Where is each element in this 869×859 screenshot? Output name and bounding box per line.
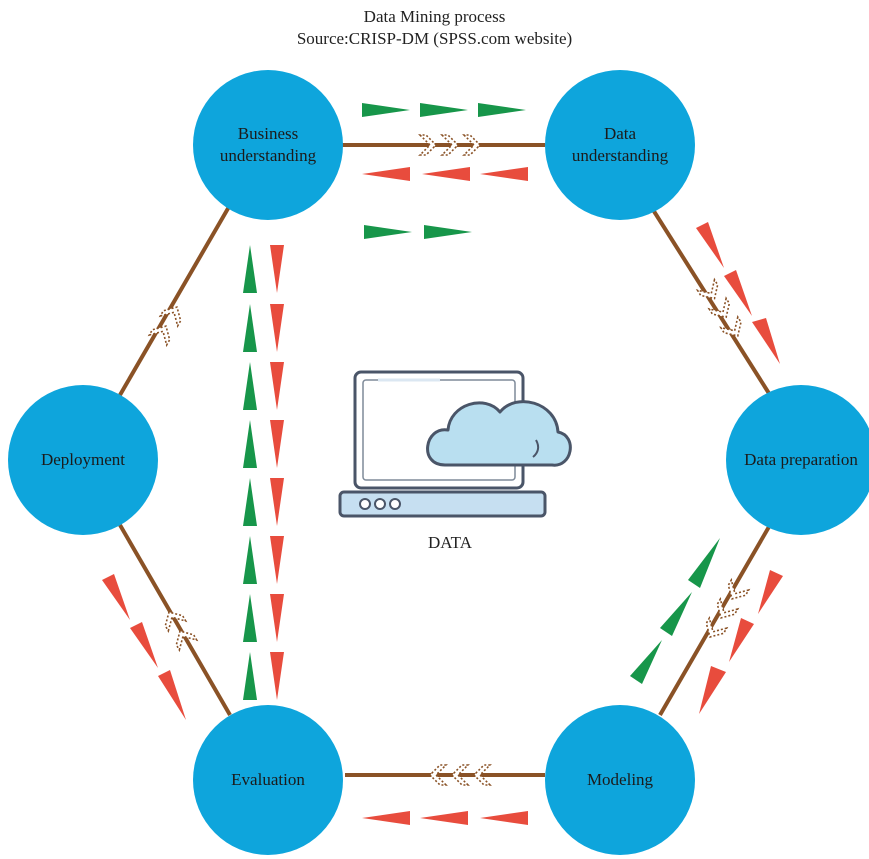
red-arrow bbox=[480, 167, 528, 181]
green-arrow bbox=[243, 304, 257, 352]
green-arrow bbox=[243, 362, 257, 410]
green-arrow bbox=[243, 652, 257, 700]
connector-lines bbox=[118, 143, 772, 777]
red-arrow bbox=[270, 652, 284, 700]
node-label: Data understanding bbox=[571, 124, 669, 165]
node-evaluation: Evaluation bbox=[193, 705, 343, 855]
node-modeling: Modeling bbox=[545, 705, 695, 855]
red-arrow bbox=[102, 574, 130, 620]
connector-data-preparation bbox=[648, 203, 772, 397]
red-arrow bbox=[270, 245, 284, 293]
red-arrow bbox=[270, 478, 284, 526]
red-arrow bbox=[724, 270, 752, 316]
green-arrow bbox=[364, 225, 412, 239]
node-label: Evaluation bbox=[231, 770, 305, 789]
node-label: Deployment bbox=[40, 450, 126, 469]
green-arrow bbox=[688, 538, 720, 588]
green-arrow bbox=[660, 592, 692, 636]
node-data-understanding: Data understanding bbox=[545, 70, 695, 220]
green-arrow bbox=[630, 640, 662, 684]
green-arrow bbox=[478, 103, 526, 117]
red-arrow bbox=[270, 420, 284, 468]
red-arrow bbox=[758, 570, 783, 614]
red-arrows bbox=[102, 167, 783, 825]
node-data-preparation: Data preparation bbox=[726, 385, 869, 535]
chevrons-top bbox=[418, 134, 482, 156]
chevrons-right-upper bbox=[695, 277, 742, 337]
red-arrow bbox=[696, 222, 724, 268]
cloud-icon bbox=[426, 400, 572, 467]
red-arrow bbox=[130, 622, 158, 668]
red-arrow bbox=[270, 536, 284, 584]
connector-deployment-business bbox=[118, 203, 232, 397]
chevrons-bottom bbox=[428, 764, 492, 786]
green-arrow bbox=[424, 225, 472, 239]
red-arrow bbox=[480, 811, 528, 825]
node-label: Business understanding bbox=[219, 124, 317, 165]
red-arrow bbox=[729, 618, 754, 662]
green-arrow bbox=[243, 478, 257, 526]
red-arrow bbox=[158, 670, 186, 720]
red-arrow bbox=[270, 362, 284, 410]
green-arrows bbox=[243, 103, 720, 700]
flow-chevrons bbox=[147, 134, 751, 786]
red-arrow bbox=[699, 666, 726, 714]
red-arrow bbox=[422, 167, 470, 181]
green-arrow bbox=[420, 103, 468, 117]
node-business-understanding: Business understanding bbox=[193, 70, 343, 220]
green-arrow bbox=[362, 103, 410, 117]
green-arrow bbox=[243, 420, 257, 468]
green-arrow bbox=[243, 536, 257, 584]
red-arrow bbox=[752, 318, 780, 364]
diagram-source: Source:CRISP-DM (SPSS.com website) bbox=[296, 29, 573, 48]
red-arrow bbox=[270, 594, 284, 642]
center-data-label: DATA bbox=[428, 533, 472, 552]
node-label: Modeling bbox=[586, 770, 654, 789]
chevrons-left-lower bbox=[164, 611, 199, 653]
connector-evaluation-deployment bbox=[118, 523, 232, 717]
chevrons-right-lower bbox=[705, 577, 751, 638]
diagram-title: Data Mining process bbox=[363, 7, 506, 26]
red-arrow bbox=[420, 811, 468, 825]
chevrons-left-upper bbox=[147, 306, 182, 348]
red-arrow bbox=[362, 811, 410, 825]
connector-preparation-modeling bbox=[658, 523, 772, 717]
red-arrow bbox=[270, 304, 284, 352]
node-deployment: Deployment bbox=[8, 385, 158, 535]
red-arrow bbox=[362, 167, 410, 181]
node-label: Data preparation bbox=[744, 450, 858, 469]
green-arrow bbox=[243, 245, 257, 293]
green-arrow bbox=[243, 594, 257, 642]
